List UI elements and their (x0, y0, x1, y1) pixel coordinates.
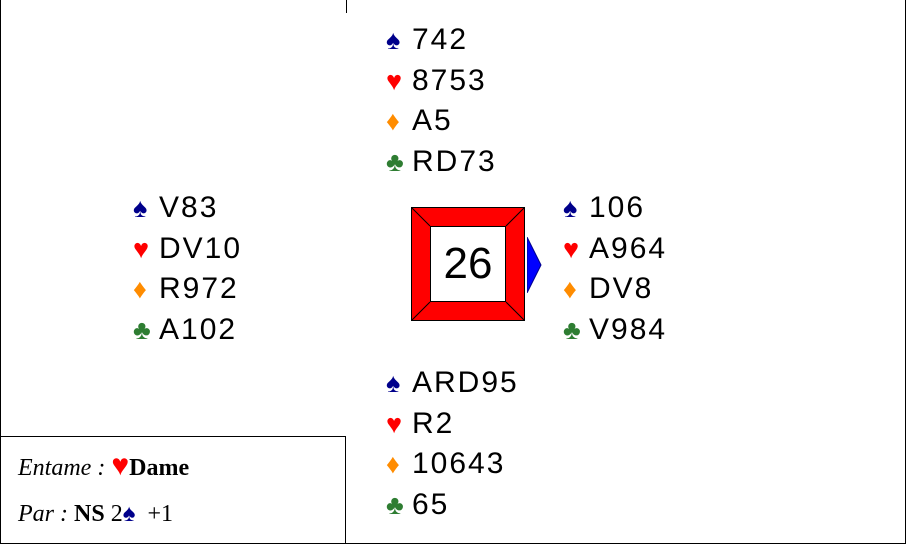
south-spades: ARD95 (412, 366, 519, 399)
par-line: Par : NS 2♠ +1 (18, 501, 173, 528)
heart-icon: ♥ (386, 65, 405, 96)
east-spades: 106 (589, 191, 646, 224)
south-hand: ♠ ARD95 ♥R2 ♦ 10643 ♣65 (386, 363, 519, 525)
west-clubs-row: ♣A102 (133, 310, 242, 351)
diamond-icon: ♦ (386, 106, 402, 136)
east-diamonds: DV8 (589, 272, 654, 305)
heart-icon: ♥ (386, 408, 405, 439)
north-hearts: 8753 (412, 63, 487, 97)
board-number: 26 (430, 226, 506, 302)
east-spades-row: ♠ 106 (563, 188, 667, 229)
diamond-icon: ♦ (563, 274, 579, 304)
heart-icon: ♥ (133, 233, 152, 264)
spade-icon: ♠ (386, 25, 403, 55)
west-diamonds: R972 (159, 272, 239, 305)
par-level: 2 (110, 501, 123, 527)
heart-icon: ♥ (563, 233, 582, 264)
south-hearts-row: ♥R2 (386, 404, 519, 445)
par-overtricks: +1 (147, 501, 173, 527)
west-hearts-row: ♥DV10 (133, 229, 242, 270)
west-diamonds-row: ♦ R972 (133, 269, 242, 310)
info-box: Entame : ♥Dame Par : NS 2♠ +1 (0, 436, 346, 543)
spade-icon: ♠ (122, 501, 136, 527)
west-clubs: A102 (159, 312, 238, 346)
east-clubs: V984 (589, 312, 668, 346)
lead-line: Entame : ♥Dame (18, 449, 189, 483)
west-spades: V83 (159, 191, 219, 224)
north-hand: ♠ 742 ♥8753 ♦ A5 ♣RD73 (386, 20, 497, 182)
diamond-icon: ♦ (386, 449, 402, 479)
club-icon: ♣ (133, 314, 153, 345)
north-diamonds: A5 (412, 104, 453, 137)
lead-label: Entame : (18, 455, 106, 481)
north-spades-row: ♠ 742 (386, 20, 497, 61)
heart-icon: ♥ (111, 449, 130, 482)
club-icon: ♣ (386, 489, 406, 520)
lead-card: Dame (129, 455, 190, 481)
north-hearts-row: ♥8753 (386, 61, 497, 102)
par-side: NS (74, 501, 105, 527)
spade-icon: ♠ (133, 193, 150, 223)
club-icon: ♣ (386, 146, 406, 177)
north-clubs-row: ♣RD73 (386, 142, 497, 183)
east-diamonds-row: ♦ DV8 (563, 269, 667, 310)
east-hearts-row: ♥A964 (563, 229, 667, 270)
par-label: Par : (18, 501, 68, 527)
east-hearts: A964 (589, 231, 668, 265)
east-clubs-row: ♣V984 (563, 310, 667, 351)
south-clubs-row: ♣65 (386, 485, 519, 526)
board-box: 26 (411, 207, 525, 321)
south-hearts: R2 (412, 406, 455, 440)
diamond-icon: ♦ (133, 274, 149, 304)
spade-icon: ♠ (386, 368, 403, 398)
north-clubs: RD73 (412, 144, 497, 178)
east-hand: ♠ 106 ♥A964 ♦ DV8 ♣V984 (563, 188, 667, 350)
west-spades-row: ♠ V83 (133, 188, 242, 229)
west-hand: ♠ V83 ♥DV10 ♦ R972 ♣A102 (133, 188, 242, 350)
spade-icon: ♠ (563, 193, 580, 223)
board-bevel (412, 208, 524, 320)
south-diamonds: 10643 (412, 447, 506, 480)
north-spades: 742 (412, 23, 469, 56)
dealer-arrow-icon (527, 237, 542, 293)
north-diamonds-row: ♦ A5 (386, 101, 497, 142)
west-hearts: DV10 (159, 231, 243, 265)
top-divider (346, 0, 347, 13)
south-spades-row: ♠ ARD95 (386, 363, 519, 404)
south-diamonds-row: ♦ 10643 (386, 444, 519, 485)
south-clubs: 65 (412, 487, 450, 521)
club-icon: ♣ (563, 314, 583, 345)
